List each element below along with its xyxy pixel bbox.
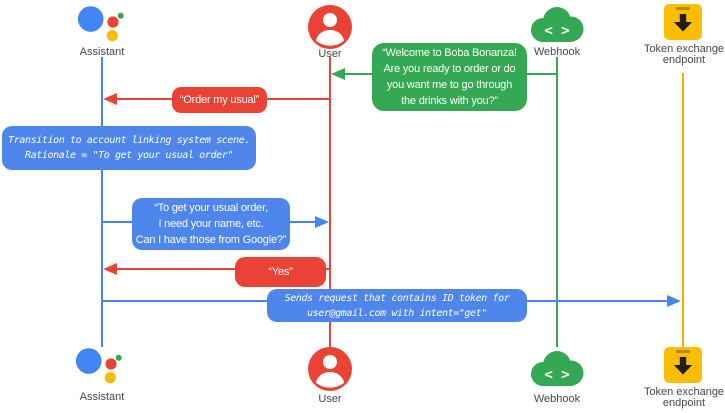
webhook-cloud-icon: < > — [531, 351, 584, 386]
welcome-line-left — [338, 73, 372, 75]
token-label-top-line1: Token exchange — [643, 43, 725, 55]
welcome-arrowhead — [331, 68, 345, 80]
token-label-bottom-line1: Token exchange — [643, 386, 725, 398]
ask-permission-message-box: “To get your usual order, I need your na… — [132, 198, 290, 250]
ask-permission-line1: “To get your usual order, — [154, 202, 268, 214]
webhook-cloud-icon: < > — [531, 7, 584, 42]
token-label-top: Token exchange endpoint — [638, 44, 725, 66]
order-usual-text: “Order my usual” — [179, 94, 260, 106]
transition-note-box: Transition to account linking system sce… — [2, 126, 256, 170]
google-assistant-icon — [75, 348, 122, 384]
welcome-line2: Are you ready to order or do — [383, 63, 516, 75]
order-usual-arrowhead — [103, 93, 117, 105]
send-request-line1: Sends request that contains ID token for — [284, 292, 510, 304]
order-usual-message-box: “Order my usual” — [172, 87, 267, 113]
token-endpoint-icon — [664, 4, 702, 40]
user-label-bottom: User — [318, 393, 342, 405]
welcome-message-box: “Welcome to Boba Bonanza! Are you ready … — [372, 43, 527, 111]
user-label-top: User — [318, 48, 342, 60]
welcome-line4: the drinks with you?” — [401, 95, 498, 107]
token-endpoint-icon — [664, 347, 702, 383]
welcome-line3: you want me to go through — [386, 79, 513, 91]
webhook-label-top: Webhook — [533, 46, 581, 58]
yes-arrowhead — [103, 263, 117, 275]
transition-note-line2: Rationale = "To get your usual order" — [25, 150, 233, 161]
user-lifeline — [329, 57, 331, 347]
send-request-arrowhead — [667, 295, 681, 307]
token-lifeline — [682, 73, 684, 347]
transition-note-line1: Transition to account linking system sce… — [8, 135, 250, 146]
webhook-label-bottom: Webhook — [533, 393, 581, 405]
welcome-line1: “Welcome to Boba Bonanza! — [382, 47, 517, 59]
ask-permission-line3: Can I have those from Google?” — [135, 234, 287, 246]
assistant-label-bottom: Assistant — [79, 391, 125, 403]
user-icon — [308, 5, 352, 49]
ask-permission-line2: I need your name, etc. — [158, 218, 264, 230]
send-request-line2: user@gmail.com with intent="get" — [307, 307, 487, 319]
assistant-label-top: Assistant — [79, 46, 125, 58]
google-assistant-icon — [77, 6, 124, 42]
assistant-lifeline — [101, 57, 103, 347]
svg-text:< >: < > — [544, 23, 569, 39]
send-request-message-box: Sends request that contains ID token for… — [267, 289, 527, 322]
welcome-line-right — [527, 73, 556, 75]
yes-text: “Yes” — [268, 266, 293, 278]
yes-line — [110, 268, 329, 270]
user-icon — [308, 347, 352, 391]
token-label-bottom-line2: endpoint — [662, 397, 706, 409]
token-label-top-line2: endpoint — [662, 54, 706, 66]
webhook-lifeline — [556, 57, 558, 347]
ask-permission-arrowhead — [315, 216, 329, 228]
yes-message-box: “Yes” — [235, 257, 326, 287]
token-label-bottom: Token exchange endpoint — [638, 387, 725, 409]
svg-text:< >: < > — [544, 367, 569, 383]
